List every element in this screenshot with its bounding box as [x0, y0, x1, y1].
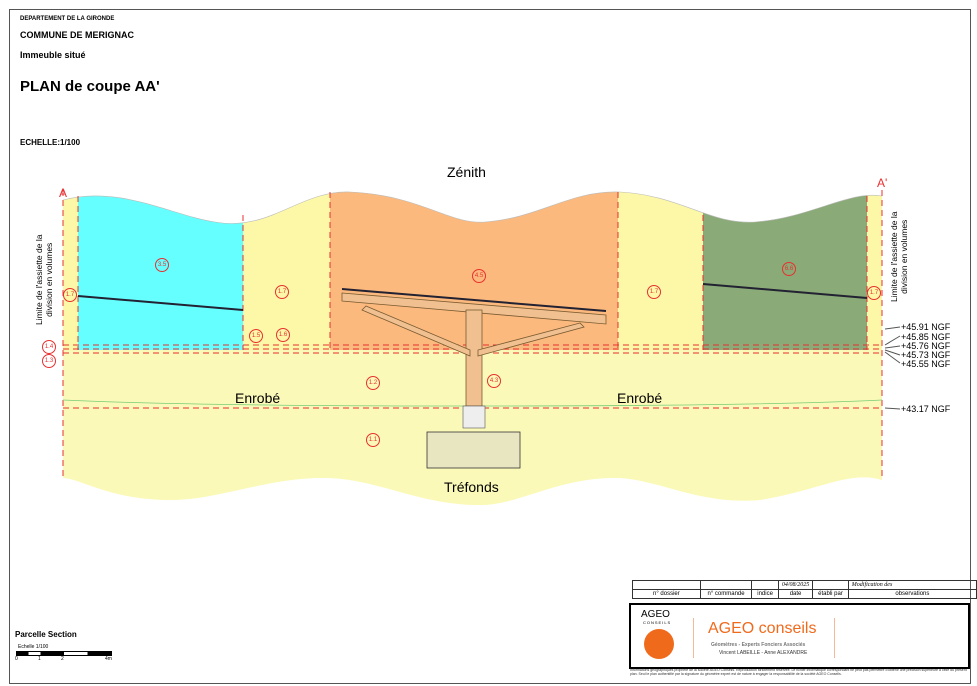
department: DEPARTEMENT DE LA GIRONDE — [20, 16, 115, 22]
level-45-55: +45.55 NGF — [901, 359, 951, 369]
solar-panels — [77, 283, 868, 312]
volume-label-1-1: 1.1 — [366, 433, 380, 447]
header-cell: établi par — [812, 589, 849, 599]
zenith-label: Zénith — [447, 164, 486, 180]
logo-sub: CONSEILS — [643, 620, 672, 625]
limit-line2: division en volumes — [44, 242, 54, 317]
sheet-frame — [9, 9, 971, 684]
scale-tick: 4m — [105, 656, 112, 662]
section-a-prime-marker: A' — [877, 176, 888, 190]
building: Immeuble situé — [20, 50, 86, 60]
limit-line1: Limite de l'assiette de la — [889, 211, 899, 302]
trefonds-label: Tréfonds — [444, 479, 499, 495]
disclaimer: Informations géographiques propriété de … — [630, 668, 967, 676]
cell — [812, 580, 849, 590]
header-cell: n° commande — [699, 589, 753, 599]
scalebar — [16, 651, 112, 656]
cell — [632, 580, 701, 590]
page-title: PLAN de coupe AA' — [20, 78, 160, 95]
scale: ECHELLE:1/100 — [20, 138, 81, 147]
level-45-76: +45.76 NGF — [901, 341, 951, 351]
scale-tick: 2 — [61, 656, 64, 662]
volume-6-6-area — [703, 191, 867, 350]
cell — [699, 580, 753, 590]
volume-label-1-7: 1.7 — [63, 288, 77, 302]
level-45-85: +45.85 NGF — [901, 332, 951, 342]
volume-label-4-5: 4.5 — [472, 269, 486, 283]
header-cell: indice — [751, 589, 779, 599]
commune: COMMUNE DE MERIGNAC — [20, 30, 134, 40]
volume-label-4-3: 4.3 — [487, 374, 501, 388]
pergola-structure — [341, 292, 607, 407]
volume-label-1-6: 1.6 — [276, 328, 290, 342]
cell — [751, 580, 779, 590]
company-subtitle: Géomètres - Experts Fonciers Associés — [711, 642, 806, 648]
volume-label-1-4: 1.4 — [42, 340, 56, 354]
volume-3-5-area — [78, 191, 243, 350]
enrobe-left-label: Enrobé — [235, 390, 281, 406]
volume-label-3-5: 3.5 — [155, 258, 169, 272]
enrobe-right-label: Enrobé — [617, 390, 663, 406]
header-cell: observations — [847, 589, 977, 599]
volume-label-1-7: 1.7 — [867, 286, 881, 300]
company-name: AGEO conseils — [708, 620, 817, 637]
scalebar-label: Echelle 1/100 — [18, 644, 49, 650]
limit-line2: division en volumes — [899, 219, 909, 294]
logo-text: AGEO — [641, 609, 670, 620]
company-block: AGEO CONSEILS AGEO conseils Géomètres - … — [629, 603, 970, 669]
header-cell: n° dossier — [632, 589, 701, 599]
cell: 04/08/2025 — [777, 580, 814, 590]
volume-label-1-5: 1.5 — [249, 329, 263, 343]
scalebar-title: Parcelle Section — [15, 630, 77, 639]
level-45-91: +45.91 NGF — [901, 322, 951, 332]
limit-line1: Limite de l'assiette de la — [34, 234, 44, 325]
volume-label-1-2: 1.2 — [366, 376, 380, 390]
cell: Modification des — [847, 580, 977, 590]
level-45-73: +45.73 NGF — [901, 350, 951, 360]
footing — [426, 431, 521, 469]
scale-tick: 1 — [38, 656, 41, 662]
volume-label-1-7: 1.7 — [647, 285, 661, 299]
logo-globe-icon — [644, 629, 674, 659]
header-cell: date — [777, 589, 814, 599]
section-a-marker: A — [59, 186, 68, 200]
company-partners: Vincent LABEILLE - Anne ALEXANDRE — [719, 650, 808, 656]
volume-label-6-6: 6.6 — [782, 262, 796, 276]
scale-tick: 0 — [15, 656, 18, 662]
volume-label-1-3: 1.3 — [42, 354, 56, 368]
level-43-17: +43.17 NGF — [901, 404, 951, 414]
volume-label-1-7: 1.7 — [275, 285, 289, 299]
